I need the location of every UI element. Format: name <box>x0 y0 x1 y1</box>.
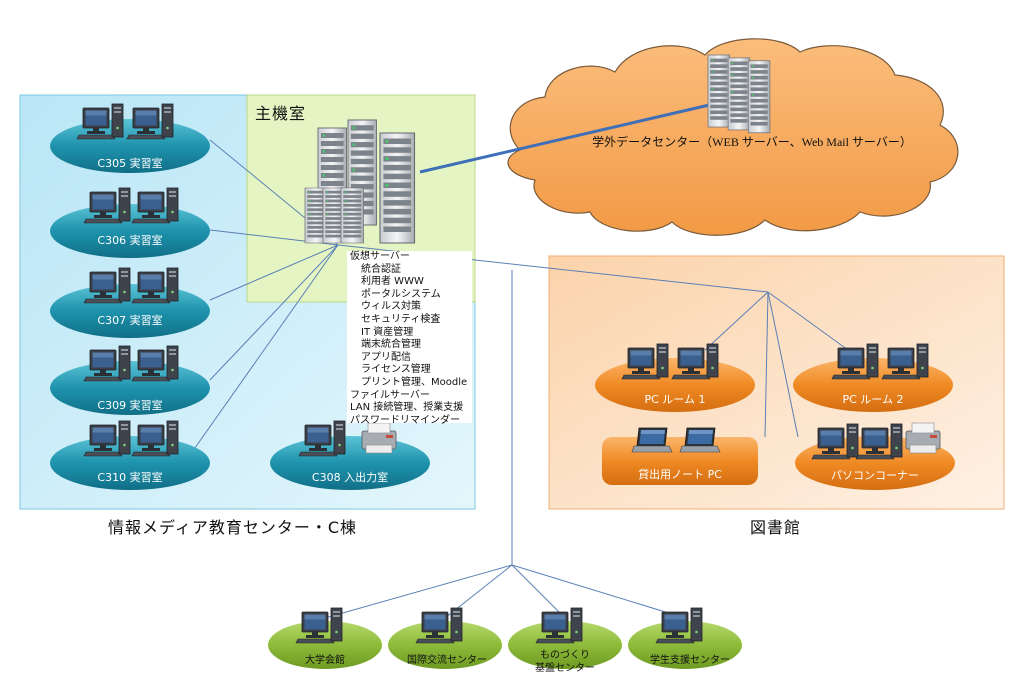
center-building-label: 情報メディア教育センター・C棟 <box>108 518 358 537</box>
room-label-c305: C305 実習室 <box>97 156 162 170</box>
datacenter-link <box>419 101 719 174</box>
server-room-label: 主機室 <box>255 104 307 123</box>
room-node-c308 <box>270 420 430 490</box>
cloud-label: 学外データセンター（WEB サーバー、Web Mail サーバー） <box>592 134 912 149</box>
room-node-c310 <box>50 420 210 490</box>
room-label-c308: C308 入出力室 <box>312 470 388 484</box>
room-label-laptop-lending: 貸出用ノート PC <box>638 467 722 481</box>
campus-label-international: 国際交流センター <box>407 653 487 666</box>
campus-label-monozukuri-line-1: ものづくり <box>540 649 590 661</box>
data-center-cloud <box>507 38 959 236</box>
room-label-c309: C309 実習室 <box>97 398 162 412</box>
service-item: ウィルス対策 <box>361 301 421 313</box>
campus-label-student: 学生支援センター <box>650 653 730 666</box>
service-item: 端末統合管理 <box>361 339 421 351</box>
service-item: ファイルサーバー <box>350 389 430 401</box>
room-label-c310: C310 実習室 <box>97 470 162 484</box>
room-node-pc-room-2 <box>793 343 953 412</box>
campus-label-hall: 大学会館 <box>305 653 345 666</box>
campus-node-international <box>388 607 502 669</box>
service-item: LAN 接続管理、授業支援 <box>350 402 464 414</box>
service-item: アプリ配信 <box>361 351 411 363</box>
room-label-pc-room-2: PC ルーム 2 <box>843 393 904 406</box>
service-item: プリント管理、Moodle <box>361 376 468 388</box>
service-item: ライセンス管理 <box>361 364 431 376</box>
room-node-c309 <box>50 345 210 415</box>
datacenter-servers-icon <box>707 54 771 134</box>
campus-node-hall <box>268 607 382 669</box>
service-item: セキュリティ検査 <box>361 313 441 325</box>
room-node-c306 <box>50 187 210 258</box>
room-label-c307: C307 実習室 <box>97 313 162 327</box>
room-label-pc-room-1: PC ルーム 1 <box>645 393 706 406</box>
room-label-c306: C306 実習室 <box>97 233 162 247</box>
room-label-pc-corner: パソコンコーナー <box>831 469 919 482</box>
service-item: 仮想サーバー <box>350 251 410 262</box>
campus-label-monozukuri-line-2: 基盤センター <box>535 661 595 674</box>
service-item: 統合認証 <box>361 263 401 275</box>
main-servers-icon <box>304 119 416 244</box>
service-item: IT 資産管理 <box>361 326 414 338</box>
campus-node-monozukuri <box>508 607 622 669</box>
room-node-pc-room-1 <box>595 343 755 412</box>
campus-node-student <box>628 607 742 669</box>
room-node-pc-corner <box>795 422 955 490</box>
service-item: ポータルシステム <box>361 288 441 300</box>
service-item: 利用者 WWW <box>361 276 424 288</box>
room-node-c305 <box>50 103 210 173</box>
room-node-c307 <box>50 267 210 338</box>
room-node-laptop-lending <box>602 427 758 485</box>
library-label: 図書館 <box>750 518 802 537</box>
campus-label-monozukuri: ものづくり基盤センター <box>535 649 595 674</box>
service-item: パスワードリマインダー <box>350 414 460 426</box>
